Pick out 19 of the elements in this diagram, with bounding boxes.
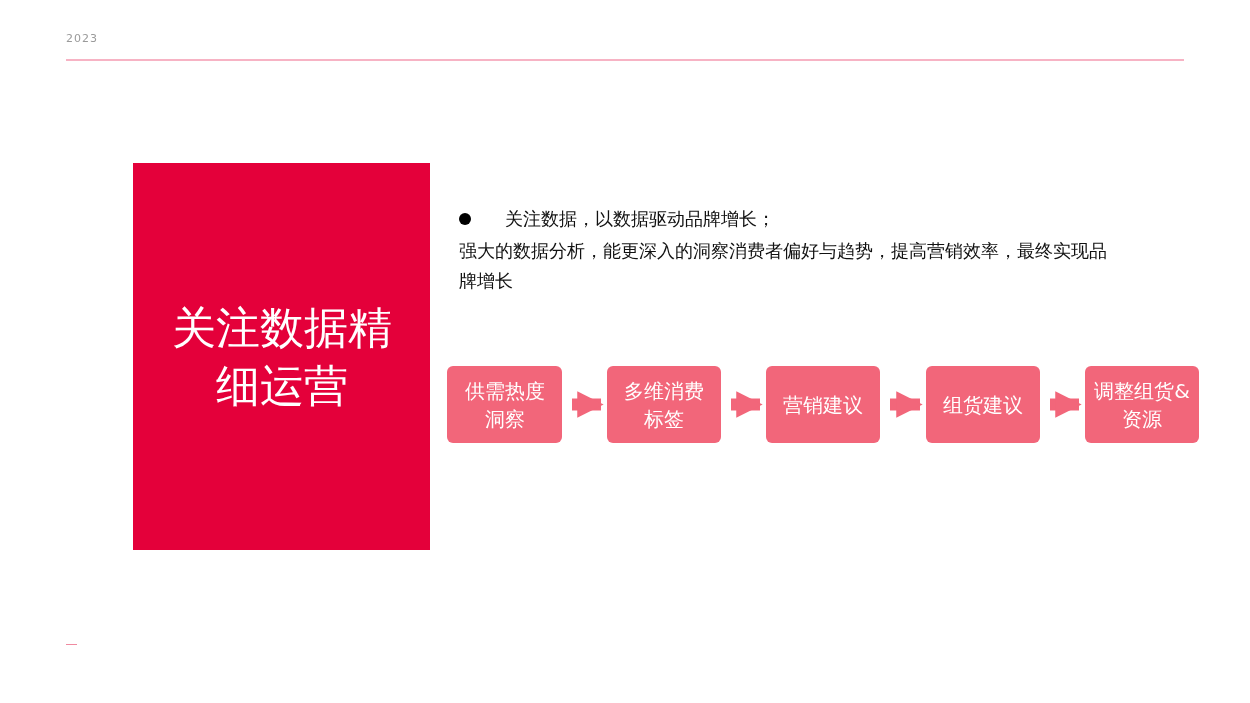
- step-label: 供需热度洞察: [463, 377, 546, 433]
- step-label: 多维消费标签: [623, 377, 705, 433]
- process-box: [1085, 366, 1199, 443]
- step-label: 营销建议: [782, 391, 864, 419]
- year-text: 2023: [66, 31, 98, 47]
- bullet-text: 关注数据，以数据驱动品牌增长；: [505, 207, 775, 231]
- block-arrow: [572, 391, 604, 418]
- paragraph-text: 强大的数据分析，能更深入的洞察消费者偏好与趋势，提高营销效率，最终实现品牌增长: [459, 239, 1108, 293]
- process-box: [926, 366, 1040, 443]
- step-label: 调整组货&资源: [1094, 377, 1190, 433]
- panel-title: 关注数据精细运营: [171, 300, 392, 413]
- process-box: [447, 366, 562, 443]
- block-arrow: [1050, 391, 1082, 418]
- block-arrow: [731, 391, 763, 418]
- title-panel: [133, 163, 430, 550]
- process-box: [607, 366, 721, 443]
- step-label: 组货建议: [942, 391, 1024, 419]
- block-arrow: [890, 391, 923, 418]
- process-box: [766, 366, 880, 443]
